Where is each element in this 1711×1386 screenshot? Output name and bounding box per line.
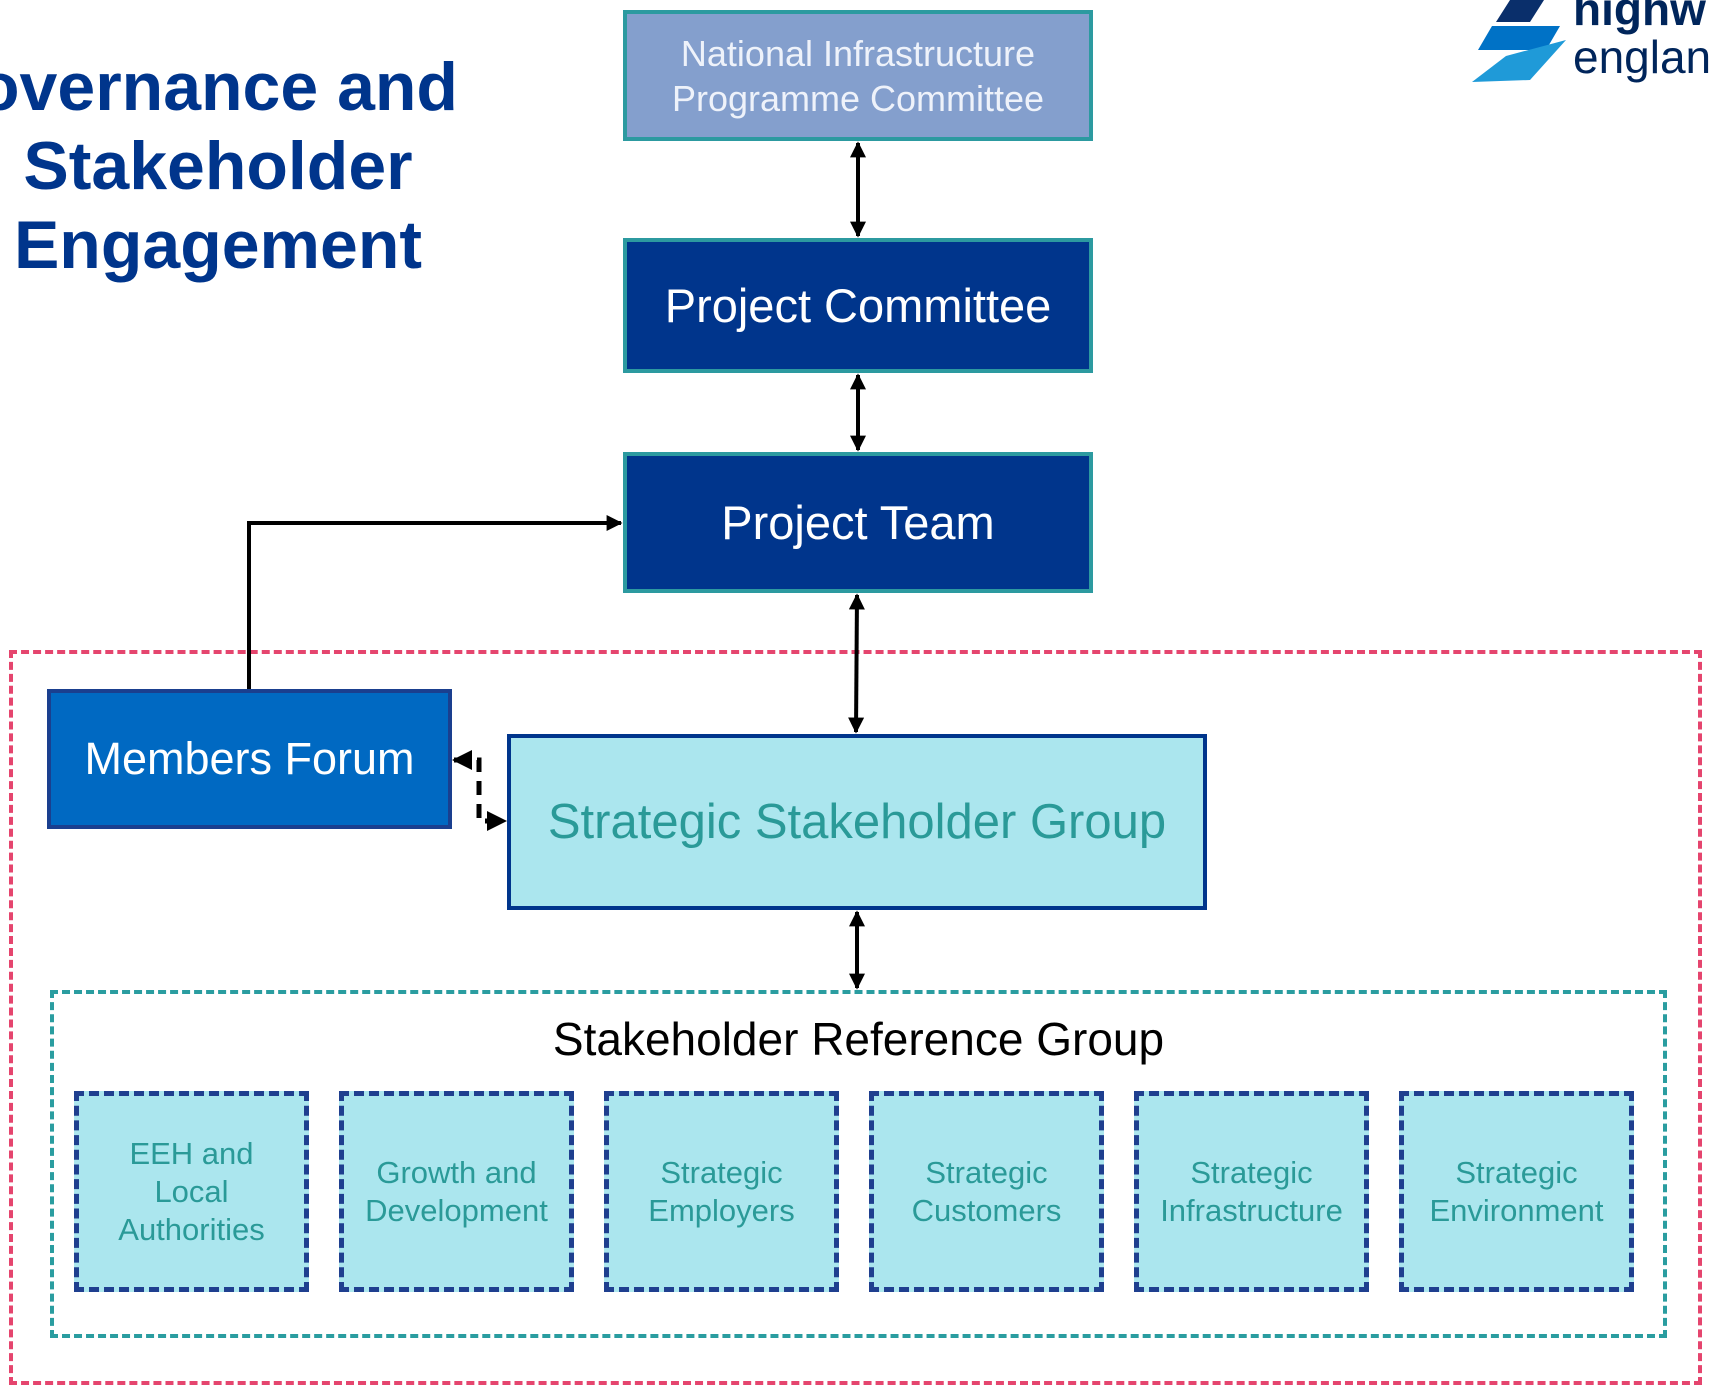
national-committee-line-2: Programme Committee bbox=[671, 77, 1045, 119]
title-line-2: Stakeholder bbox=[23, 128, 413, 204]
logo-word-1: highw bbox=[1573, 0, 1706, 35]
sub-group-text: Strategic bbox=[1455, 1154, 1578, 1190]
title-line-3: Engagement bbox=[13, 207, 423, 283]
sub-group-text: Strategic bbox=[925, 1154, 1048, 1190]
members-forum-box: Members Forum bbox=[47, 689, 452, 829]
arrow-members-forum-strategic-group bbox=[452, 750, 507, 831]
project-committee-label: Project Committee bbox=[664, 279, 1052, 332]
sub-group-text: Infrastructure bbox=[1160, 1192, 1343, 1228]
sub-group-text: Authorities bbox=[118, 1211, 265, 1247]
project-team-label: Project Team bbox=[721, 496, 995, 549]
national-committee-line-1: National Infrastructure bbox=[680, 32, 1036, 74]
sub-group-eeh-local-authorities: EEH and Local Authorities bbox=[74, 1091, 309, 1292]
sub-group-text: Local bbox=[154, 1173, 229, 1209]
strategic-stakeholder-group-label: Strategic Stakeholder Group bbox=[547, 795, 1167, 849]
sub-group-strategic-customers: Strategic Customers bbox=[869, 1091, 1104, 1292]
sub-group-text: Environment bbox=[1429, 1192, 1604, 1228]
stakeholder-reference-group-container bbox=[50, 990, 1667, 1338]
sub-group-strategic-infrastructure: Strategic Infrastructure bbox=[1134, 1091, 1369, 1292]
members-forum-label: Members Forum bbox=[84, 733, 415, 784]
sub-group-text: Employers bbox=[648, 1192, 795, 1228]
sub-group-text: Strategic bbox=[1190, 1154, 1313, 1190]
project-team-box: Project Team bbox=[623, 452, 1093, 593]
strategic-stakeholder-group-box: Strategic Stakeholder Group bbox=[507, 734, 1207, 910]
sub-group-text: Customers bbox=[911, 1192, 1062, 1228]
national-infrastructure-programme-committee-box: National Infrastructure Programme Commit… bbox=[623, 10, 1093, 141]
sub-group-growth-development: Growth and Development bbox=[339, 1091, 574, 1292]
arrow-team-to-strategic-group bbox=[848, 593, 865, 734]
sub-group-text: EEH and bbox=[129, 1135, 254, 1171]
stakeholder-reference-group-label: Stakeholder Reference Group bbox=[552, 1013, 1165, 1065]
arrow-members-forum-to-team bbox=[247, 515, 623, 689]
logo-word-2: englan bbox=[1573, 31, 1711, 83]
highways-england-logo: highw englan bbox=[1470, 0, 1711, 90]
project-committee-box: Project Committee bbox=[623, 238, 1093, 373]
sub-group-text: Growth and bbox=[376, 1154, 537, 1190]
sub-group-text: Development bbox=[365, 1192, 548, 1228]
sub-group-text: Strategic bbox=[660, 1154, 783, 1190]
title-line-1: overnance and bbox=[0, 49, 458, 125]
logo-mark-icon bbox=[1472, 0, 1566, 82]
page-title: overnance and Stakeholder Engagement bbox=[0, 48, 458, 285]
sub-group-strategic-employers: Strategic Employers bbox=[604, 1091, 839, 1292]
sub-group-strategic-environment: Strategic Environment bbox=[1399, 1091, 1634, 1292]
